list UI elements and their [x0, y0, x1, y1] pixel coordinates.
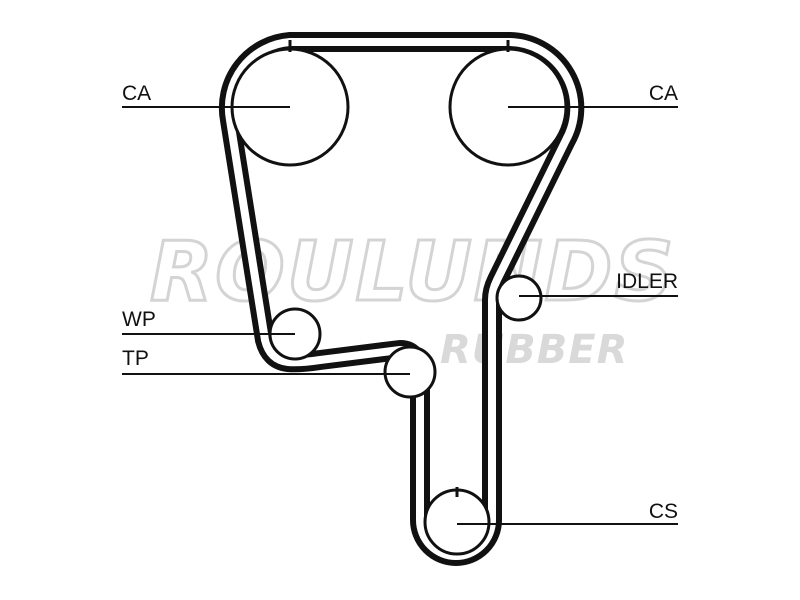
label-tensioner: TP — [122, 347, 149, 370]
crankshaft-pulley — [423, 488, 491, 556]
leader-lines — [122, 106, 678, 525]
idler-pulley — [495, 274, 543, 322]
watermark-brand: ROULUNDS — [150, 225, 676, 320]
belt-inner-line — [224, 38, 579, 560]
labels: CA CA IDLER WP TP CS — [122, 82, 678, 523]
timing-belt — [218, 32, 585, 566]
label-camshaft-left: CA — [122, 82, 151, 105]
label-idler: IDLER — [616, 270, 678, 293]
watermark: ROULUNDS RUBBER — [149, 224, 676, 374]
timing-marks — [288, 40, 510, 497]
tensioner-pulley — [383, 345, 437, 399]
watermark-subtitle: RUBBER — [440, 327, 628, 373]
label-water-pump: WP — [122, 308, 156, 331]
label-camshaft-right: CA — [649, 82, 678, 105]
label-crankshaft: CS — [649, 500, 678, 523]
